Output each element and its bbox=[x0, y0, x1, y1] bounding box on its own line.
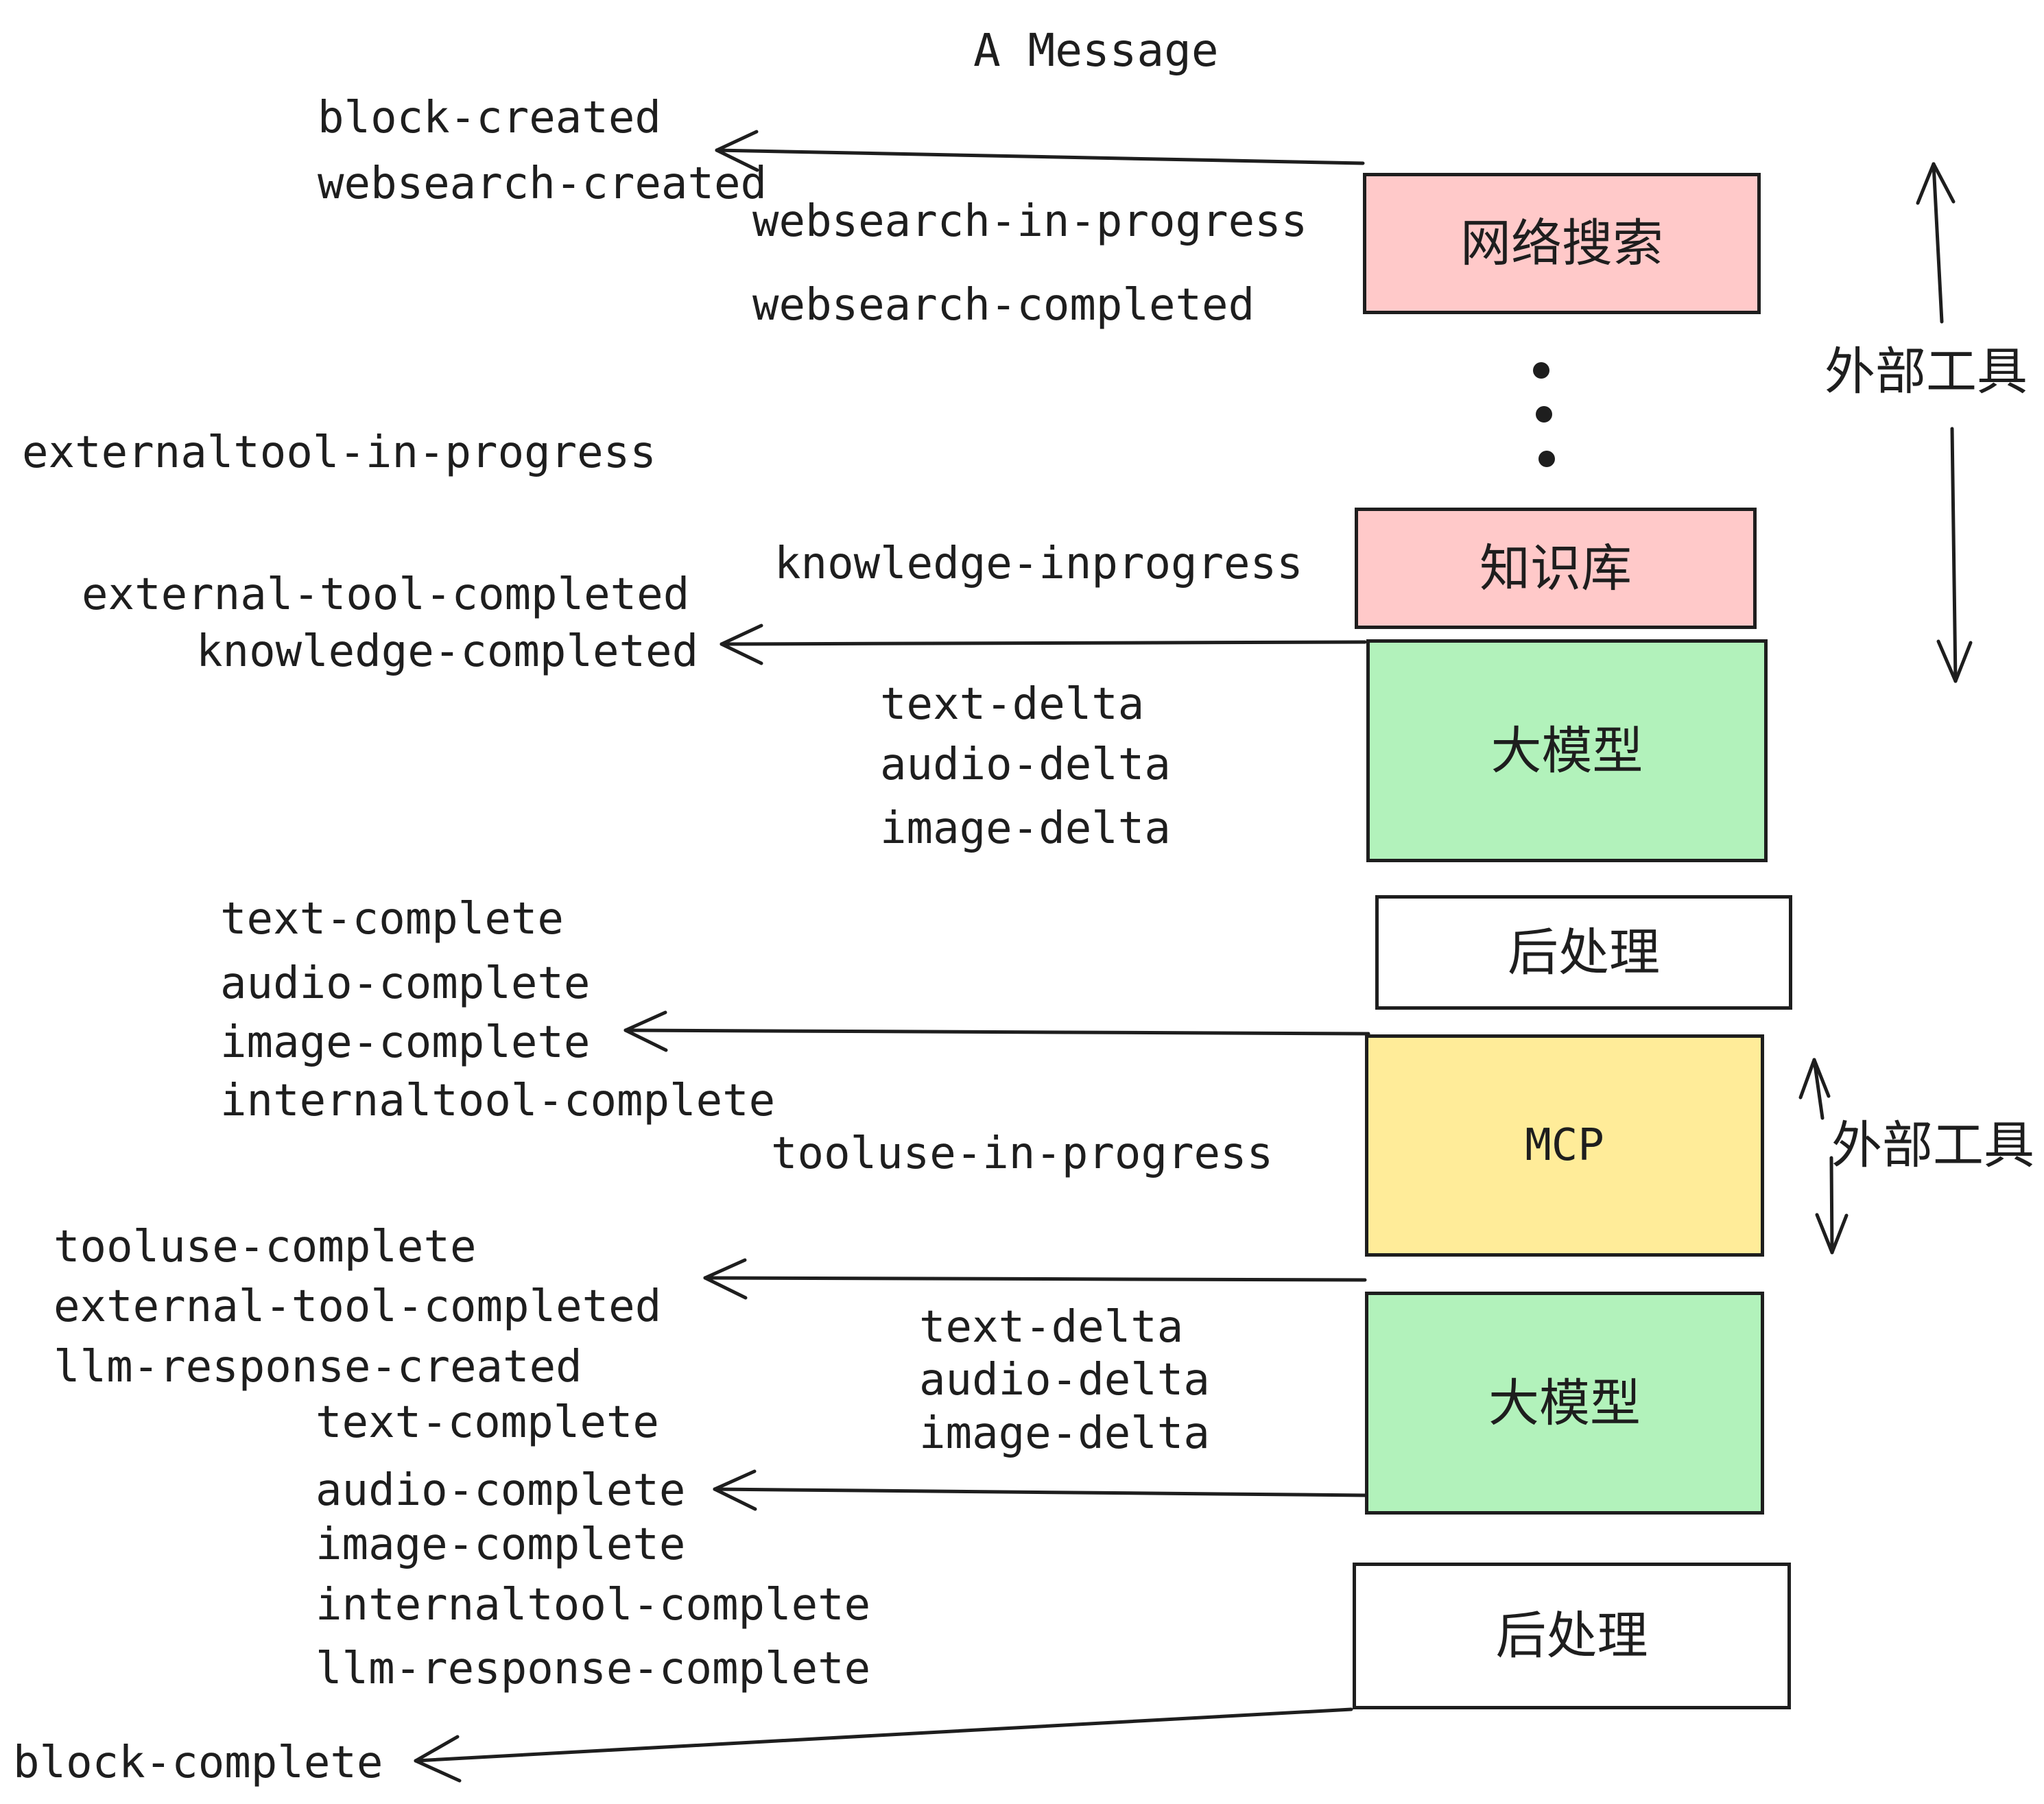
box-post-processing-top: 后处理 bbox=[1375, 895, 1792, 1010]
event-label-knowledge-inprogress: knowledge-inprogress bbox=[774, 538, 1303, 589]
arrow-post2-to-block-complete bbox=[414, 1707, 1353, 1783]
arrow-llm2-to-audio-complete bbox=[713, 1469, 1368, 1511]
box-websearch-label: 网络搜索 bbox=[1460, 214, 1663, 273]
external-tools-label-top: 外部工具 bbox=[1825, 342, 2028, 401]
event-label-internaltool-complete: internaltool-complete bbox=[220, 1076, 776, 1126]
event-label-knowledge-completed: knowledge-completed bbox=[196, 626, 699, 677]
event-label-audio-delta-2: audio-delta bbox=[919, 1355, 1210, 1405]
event-label-websearch-in-progress: websearch-in-progress bbox=[752, 196, 1308, 247]
box-knowledge-label: 知识库 bbox=[1479, 538, 1632, 598]
event-label-block-complete: block-complete bbox=[13, 1737, 383, 1788]
arrow-llm2-to-tooluse-list bbox=[703, 1258, 1367, 1300]
box-llm-bottom-label: 大模型 bbox=[1488, 1373, 1641, 1433]
event-label-llm-response-complete: llm-response-complete bbox=[316, 1643, 871, 1694]
event-label-text-delta: text-delta bbox=[880, 679, 1145, 730]
event-label-llm-response-created: llm-response-created bbox=[54, 1342, 582, 1392]
box-mcp: MCP bbox=[1365, 1034, 1764, 1257]
arrow-post1-to-complete-list bbox=[623, 1010, 1370, 1052]
box-post-processing-bottom: 后处理 bbox=[1353, 1563, 1791, 1709]
event-label-block-created: block-created bbox=[318, 93, 661, 143]
event-label-internaltool-complete-2: internaltool-complete bbox=[316, 1580, 871, 1630]
event-label-tooluse-complete: tooluse-complete bbox=[54, 1222, 477, 1272]
event-label-externaltool-in-progress: externaltool-in-progress bbox=[22, 427, 656, 478]
arrow-knowledge-to-completed bbox=[720, 624, 1367, 665]
box-post-processing-bottom-label: 后处理 bbox=[1495, 1606, 1648, 1665]
event-label-image-delta-2: image-delta bbox=[919, 1408, 1210, 1459]
event-label-websearch-created: websearch-created bbox=[318, 158, 768, 209]
event-label-image-complete: image-complete bbox=[220, 1017, 591, 1068]
diagram-title: A Message bbox=[973, 24, 1219, 77]
arrow-external-tools-bottom-up bbox=[1798, 1058, 1831, 1120]
event-label-text-complete: text-complete bbox=[220, 894, 564, 945]
event-label-image-delta: image-delta bbox=[880, 803, 1171, 854]
box-llm-top: 大模型 bbox=[1366, 639, 1768, 862]
arrow-external-tools-top-down bbox=[1936, 427, 1973, 683]
box-mcp-label: MCP bbox=[1525, 1120, 1604, 1171]
box-websearch: 网络搜索 bbox=[1363, 173, 1761, 314]
event-label-audio-complete-2: audio-complete bbox=[316, 1465, 686, 1516]
event-label-text-complete-2: text-complete bbox=[316, 1397, 659, 1448]
box-llm-bottom: 大模型 bbox=[1365, 1292, 1764, 1515]
event-label-external-tool-completed: external-tool-completed bbox=[82, 569, 690, 620]
event-label-external-tool-completed-2: external-tool-completed bbox=[54, 1281, 662, 1332]
box-llm-top-label: 大模型 bbox=[1490, 721, 1643, 781]
event-label-tooluse-in-progress: tooluse-in-progress bbox=[771, 1128, 1274, 1179]
arrow-external-tools-top-up bbox=[1916, 162, 1956, 324]
vertical-ellipsis-icon bbox=[1533, 362, 1555, 467]
event-label-text-delta-2: text-delta bbox=[919, 1302, 1184, 1353]
arrow-websearch-to-created bbox=[715, 130, 1365, 172]
event-label-image-complete-2: image-complete bbox=[316, 1519, 686, 1570]
box-post-processing-top-label: 后处理 bbox=[1508, 923, 1660, 982]
event-label-websearch-completed: websearch-completed bbox=[752, 280, 1255, 331]
box-knowledge: 知识库 bbox=[1355, 508, 1757, 629]
event-label-audio-delta: audio-delta bbox=[880, 739, 1171, 790]
event-label-audio-complete: audio-complete bbox=[220, 958, 591, 1009]
external-tools-label-bottom: 外部工具 bbox=[1831, 1116, 2034, 1175]
